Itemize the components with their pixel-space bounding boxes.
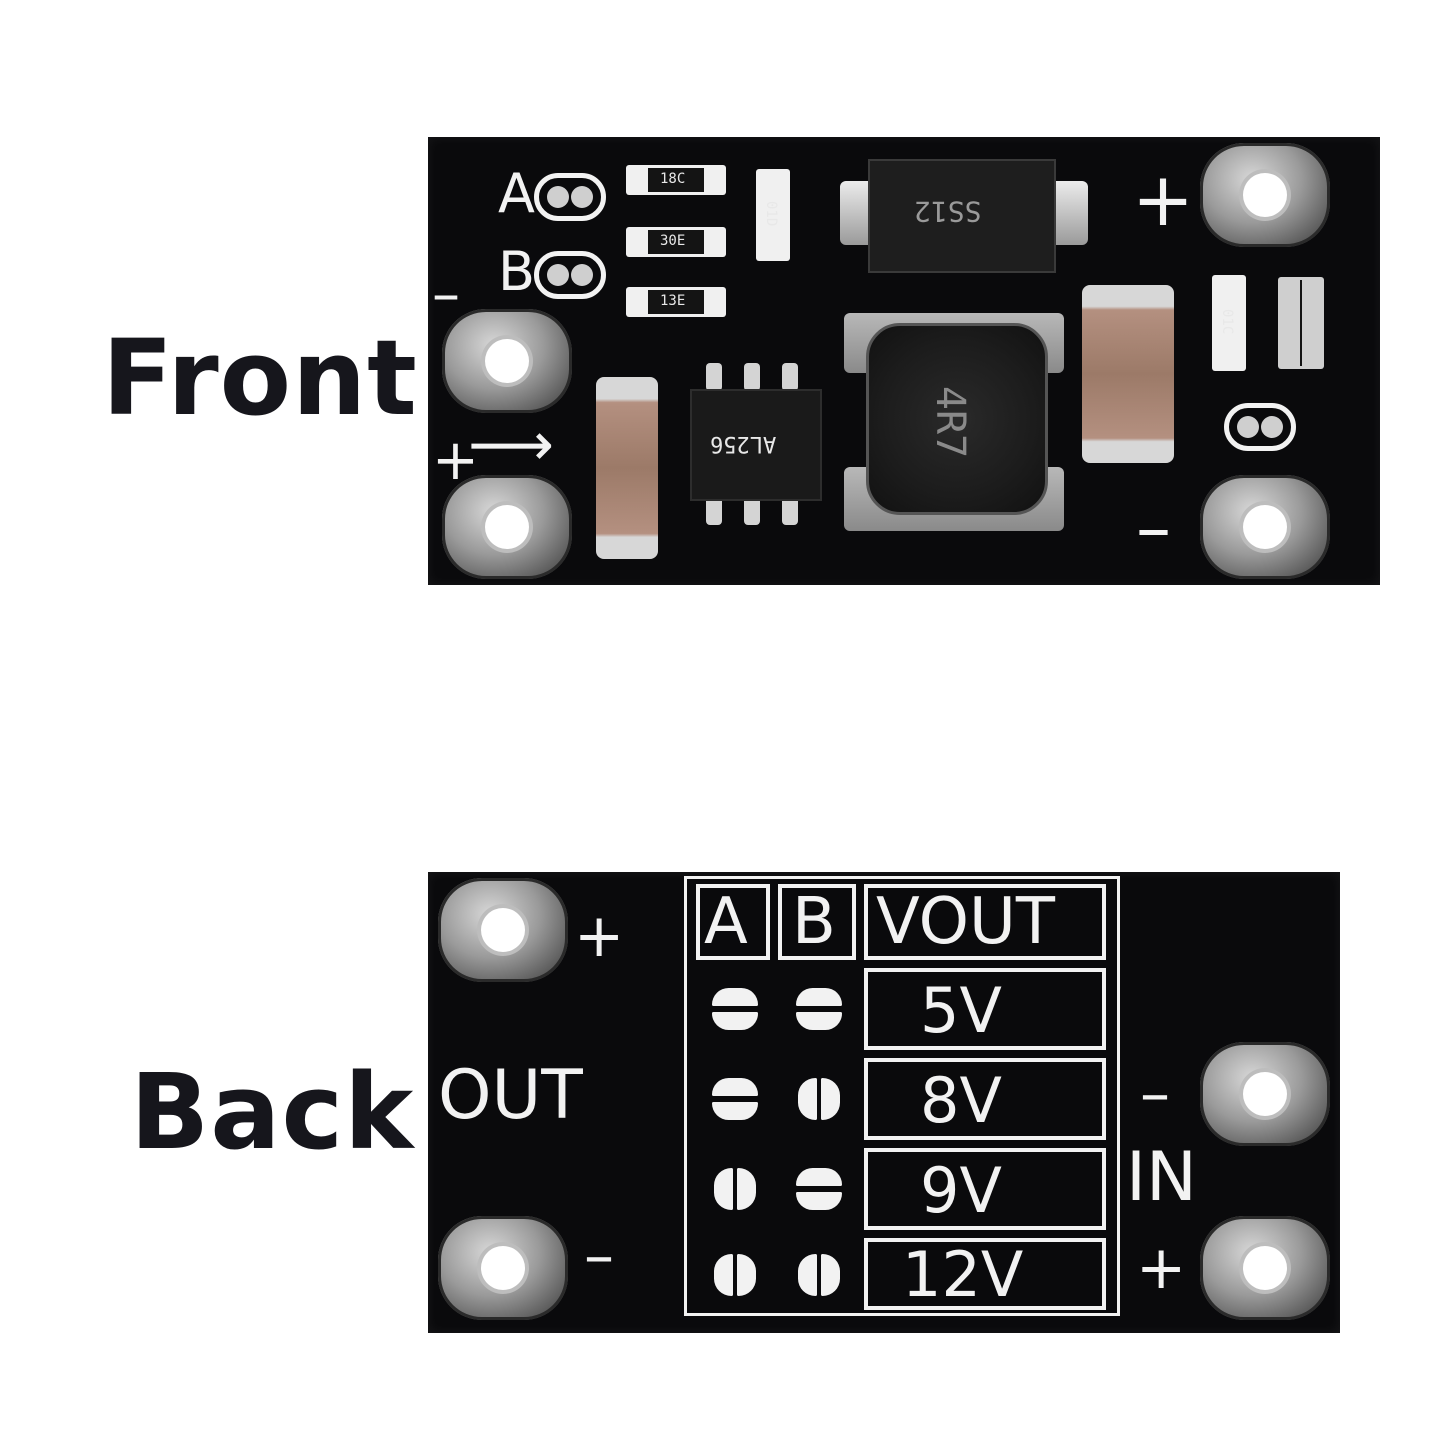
pad-in-plus [1200,1216,1330,1320]
resistor-5 [1212,275,1246,371]
pcb-front: – + ⟶ + – A B 18C 30E 13E 01D 01C SS12 A… [428,137,1380,585]
ic-marking: AL256 [710,431,777,456]
jumper-b-label: B [498,240,536,303]
pad-a-12v [712,1254,758,1296]
pad-b-9v [796,1168,842,1210]
capacitor-input [596,377,658,559]
jumper-c [1224,403,1296,451]
resistor-2-marking: 30E [660,233,686,249]
inductor-marking: 4R7 [927,385,974,459]
inductor-4r7 [866,323,1048,515]
silk-plus-top-right: + [1132,157,1195,243]
capacitor-output [1082,285,1174,463]
pad-b-12v [796,1254,842,1296]
pad-output-minus [1200,475,1330,579]
resistor-1 [626,165,726,195]
resistor-4 [756,169,790,261]
ic-al256 [690,389,822,501]
out-label: OUT [438,1056,583,1135]
pad-a-5v [712,988,758,1030]
header-cell-a [696,884,770,960]
pad-output-plus [1200,143,1330,247]
resistor-5-marking: 01C [1219,309,1235,335]
header-vout: VOUT [876,885,1055,959]
header-cell-b [778,884,856,960]
led [1278,277,1324,369]
row-cell-8v [864,1058,1106,1140]
jumper-a-label: A [498,162,535,225]
resistor-4-marking: 01D [763,201,779,227]
jumper-a [534,173,606,221]
in-label: IN [1126,1138,1197,1217]
front-label: Front [102,317,418,439]
ic-pin-6 [782,497,798,525]
vout-8v: 8V [920,1064,1002,1137]
jumper-b [534,251,606,299]
pad-a-8v [712,1078,758,1120]
resistor-2 [626,227,726,257]
ic-pin-5 [744,497,760,525]
diode-ss12 [868,159,1056,273]
header-a: A [704,885,748,959]
back-label: Back [130,1051,415,1173]
pad-out-minus [438,1216,568,1320]
pcb-back: + – OUT – IN + A B VOUT 5V 8V 9V 12V [428,872,1340,1333]
table-outline [684,876,1120,1316]
header-cell-vout [864,884,1106,960]
row-cell-12v [864,1238,1106,1310]
diode-marking: SS12 [914,195,982,228]
arrow-icon: ⟶ [468,410,555,480]
silk-minus-right: – [1136,487,1171,569]
pad-b-5v [796,988,842,1030]
pad-b-8v [796,1078,842,1120]
row-cell-9v [864,1148,1106,1230]
vout-12v: 12V [902,1238,1024,1311]
silk-plus-out: + [574,901,625,971]
resistor-1-marking: 18C [660,171,686,187]
silk-minus-in: – [1140,1059,1170,1129]
pad-input-plus [442,475,572,579]
resistor-3-marking: 13E [660,293,686,309]
silk-minus-out: – [584,1221,614,1291]
row-cell-5v [864,968,1106,1050]
silk-plus-left: + [432,428,479,493]
ic-pin-1 [706,363,722,391]
pad-input-minus [442,309,572,413]
silk-plus-in: + [1136,1233,1187,1303]
silk-minus-left: – [432,262,460,327]
pad-in-minus [1200,1042,1330,1146]
pad-a-9v [712,1168,758,1210]
pad-out-plus [438,878,568,982]
ic-pin-2 [744,363,760,391]
vout-5v: 5V [920,974,1002,1047]
header-b: B [792,885,836,959]
ic-pin-3 [782,363,798,391]
ic-pin-4 [706,497,722,525]
resistor-3 [626,287,726,317]
vout-9v: 9V [920,1154,1002,1227]
